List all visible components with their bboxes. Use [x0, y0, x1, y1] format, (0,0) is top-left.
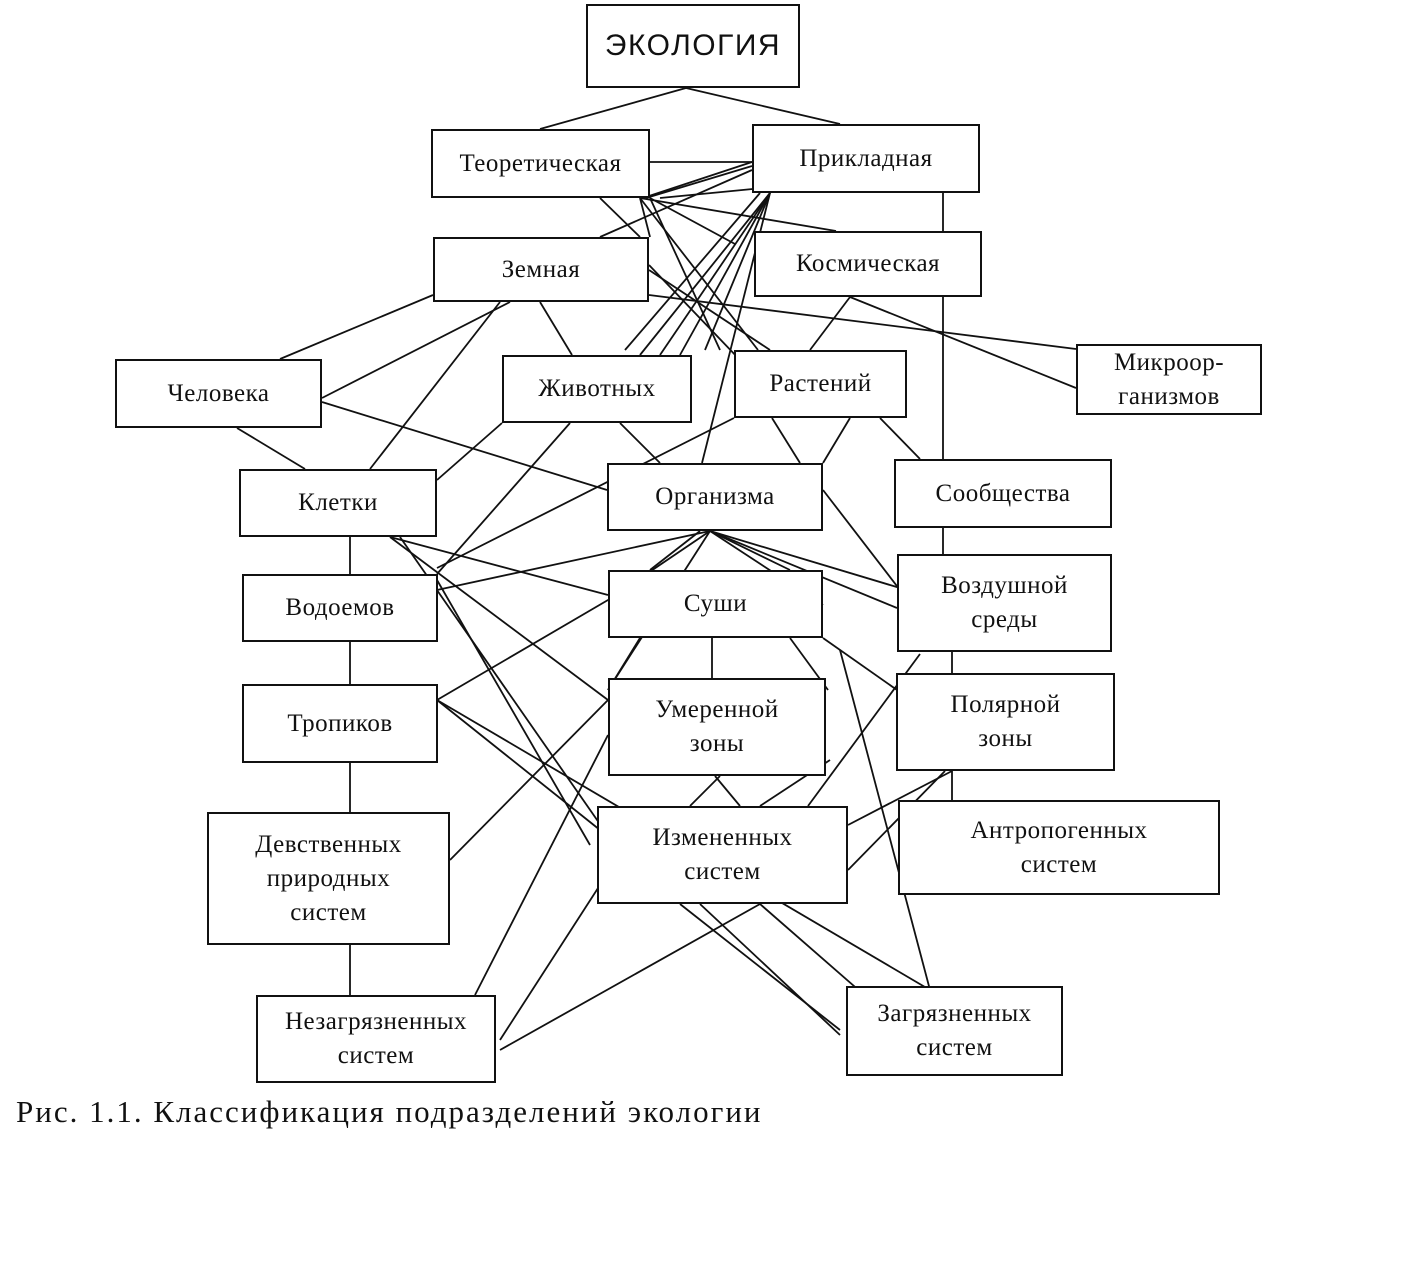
- connector-line: [639, 197, 759, 351]
- connector-line: [771, 417, 801, 464]
- connector-line: [679, 192, 771, 356]
- node-anthropogenic: Антропогенных систем: [898, 800, 1220, 895]
- connector-line: [499, 903, 761, 1051]
- connector-line: [639, 197, 651, 238]
- node-community: Сообщества: [894, 459, 1112, 528]
- connector-line: [436, 422, 571, 575]
- node-organism: Организма: [607, 463, 823, 531]
- connector-line: [704, 192, 771, 351]
- connector-line: [759, 903, 871, 1001]
- connector-line: [822, 637, 898, 691]
- node-land: Суши: [608, 570, 823, 638]
- node-tropics: Тропиков: [242, 684, 438, 763]
- connector-line: [699, 903, 841, 1036]
- connector-line: [321, 401, 608, 491]
- connector-line: [849, 296, 1077, 389]
- connector-line: [436, 417, 735, 569]
- connector-line: [847, 770, 953, 826]
- connector-line: [436, 422, 503, 481]
- connector-line: [822, 489, 901, 591]
- connector-line: [659, 187, 764, 199]
- node-animals: Животных: [502, 355, 692, 423]
- connector-line: [474, 734, 609, 996]
- node-air: Воздушной среды: [897, 554, 1112, 652]
- connector-line: [599, 197, 641, 238]
- connector-line: [879, 417, 921, 460]
- connector-line: [649, 197, 736, 245]
- figure-caption: Рис. 1.1. Классификация подразделений эк…: [16, 1094, 763, 1129]
- connector-line: [619, 422, 661, 464]
- connector-line: [709, 530, 898, 609]
- node-water: Водоемов: [242, 574, 438, 642]
- connector-line: [847, 770, 946, 871]
- connector-line: [648, 294, 1077, 350]
- connector-line: [539, 301, 573, 356]
- connector-line: [648, 269, 771, 351]
- node-human: Человека: [115, 359, 322, 428]
- connector-line: [624, 192, 761, 351]
- connector-line: [389, 536, 609, 701]
- node-polar: Полярной зоны: [896, 673, 1115, 771]
- connector-line: [449, 699, 609, 861]
- connector-line: [645, 165, 753, 199]
- node-microorganisms: Микроор- ганизмов: [1076, 344, 1262, 415]
- connector-line: [709, 530, 791, 571]
- node-polluted: Загрязненных систем: [846, 986, 1063, 1076]
- connector-line: [436, 699, 601, 831]
- node-plants: Растений: [734, 350, 907, 418]
- connector-line: [685, 87, 841, 125]
- connector-line: [822, 417, 851, 464]
- connector-line: [279, 294, 434, 360]
- connector-line: [649, 197, 721, 351]
- connector-line: [689, 775, 721, 807]
- connector-line: [809, 296, 851, 351]
- node-modified: Измененных систем: [597, 806, 848, 904]
- node-space: Космическая: [754, 231, 982, 297]
- connector-line: [539, 87, 687, 130]
- node-cells: Клетки: [239, 469, 437, 537]
- connector-line: [649, 530, 701, 571]
- connector-line: [839, 649, 931, 991]
- node-theoretical: Теоретическая: [431, 129, 650, 198]
- connector-line: [236, 427, 306, 470]
- connector-line: [659, 192, 771, 356]
- connector-line: [639, 197, 837, 232]
- node-unpolluted: Незагрязненных систем: [256, 995, 496, 1083]
- node-temperate: Умеренной зоны: [608, 678, 826, 776]
- connector-line: [369, 301, 501, 470]
- node-virgin: Девственных природных систем: [207, 812, 450, 945]
- connector-line: [499, 884, 601, 1041]
- node-ecology: ЭКОЛОГИЯ: [586, 4, 800, 88]
- node-earth: Земная: [433, 237, 649, 302]
- connector-line: [321, 301, 511, 399]
- node-applied: Прикладная: [752, 124, 980, 193]
- connector-line: [639, 192, 771, 356]
- connector-line: [436, 530, 711, 591]
- connector-line: [436, 599, 609, 701]
- connector-line: [389, 536, 609, 596]
- connector-line: [714, 775, 741, 807]
- connector-line: [642, 161, 753, 199]
